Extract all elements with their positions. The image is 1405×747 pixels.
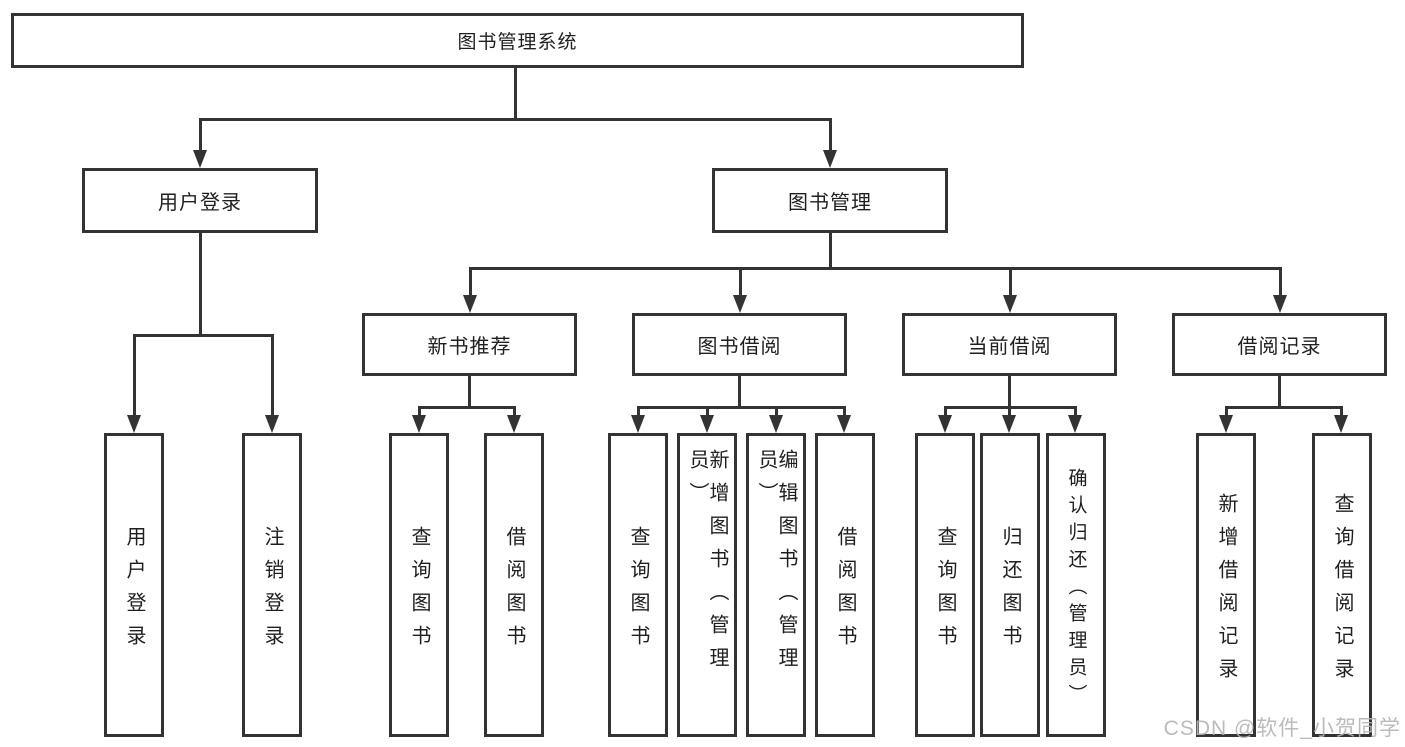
connector-line	[469, 267, 472, 298]
arrow-down-icon	[1003, 295, 1017, 313]
connector-line	[1340, 406, 1343, 418]
leaf-query-books-current-label: 查询图书	[934, 525, 956, 658]
leaf-edit-books-admin-label: 编辑图书（管理员）	[755, 449, 797, 680]
connector-line	[133, 334, 136, 418]
connector-line	[829, 233, 832, 270]
node-book-borrowing: 图书借阅	[632, 313, 847, 376]
watermark: CSDN @软件_小贺同学	[1163, 717, 1401, 740]
connector-line	[199, 118, 202, 154]
leaf-return-books-label: 归还图书	[999, 525, 1021, 658]
connector-line	[637, 406, 846, 409]
connector-line	[199, 118, 831, 121]
connector-line	[706, 406, 709, 418]
arrow-down-icon	[823, 150, 837, 168]
arrow-down-icon	[733, 295, 747, 313]
connector-line	[1074, 406, 1077, 418]
arrow-down-icon	[1068, 415, 1082, 433]
node-library-system-label: 图书管理系统	[457, 32, 578, 53]
connector-line	[199, 233, 202, 337]
leaf-user-login: 用户登录	[104, 433, 164, 737]
leaf-query-borrow-record: 查询借阅记录	[1312, 433, 1372, 737]
leaf-query-books-recommend-label: 查询图书	[408, 525, 430, 658]
arrow-down-icon	[193, 150, 207, 168]
leaf-borrow-books-label: 借阅图书	[834, 525, 856, 658]
connector-line	[1225, 406, 1343, 409]
arrow-down-icon	[1334, 415, 1348, 433]
node-borrowing-records-label: 借阅记录	[1237, 336, 1322, 358]
connector-line	[418, 406, 421, 418]
node-new-book-recommendation-label: 新书推荐	[427, 336, 512, 358]
arrow-down-icon	[265, 415, 279, 433]
leaf-logout-label: 注销登录	[261, 525, 283, 658]
connector-line	[843, 406, 846, 418]
connector-line	[1008, 376, 1011, 409]
connector-line	[133, 334, 274, 337]
node-library-system: 图书管理系统	[11, 13, 1024, 68]
connector-line	[271, 334, 274, 418]
node-current-borrowing-label: 当前借阅	[967, 336, 1052, 358]
arrow-down-icon	[837, 415, 851, 433]
arrow-down-icon	[1002, 415, 1016, 433]
arrow-down-icon	[1219, 415, 1233, 433]
leaf-query-books-borrowing: 查询图书	[608, 433, 668, 737]
leaf-borrow-books: 借阅图书	[815, 433, 875, 737]
connector-line	[738, 376, 741, 409]
node-current-borrowing: 当前借阅	[902, 313, 1117, 376]
arrow-down-icon	[127, 415, 141, 433]
connector-line	[469, 267, 1282, 270]
leaf-query-borrow-record-label: 查询借阅记录	[1331, 492, 1353, 691]
arrow-down-icon	[507, 415, 521, 433]
connector-line	[468, 376, 471, 409]
leaf-borrow-books-recommend: 借阅图书	[484, 433, 544, 737]
arrow-down-icon	[1273, 295, 1287, 313]
connector-line	[1008, 406, 1011, 418]
connector-line	[513, 406, 516, 418]
connector-line	[637, 406, 640, 418]
leaf-add-books-admin: 新增图书（管理员）	[677, 433, 737, 737]
connector-line	[829, 118, 832, 154]
connector-line	[418, 406, 516, 409]
connector-line	[775, 406, 778, 418]
connector-line	[1225, 406, 1228, 418]
leaf-add-books-admin-label: 新增图书（管理员）	[686, 449, 728, 680]
arrow-down-icon	[463, 295, 477, 313]
leaf-add-borrow-record-label: 新增借阅记录	[1215, 492, 1237, 691]
node-borrowing-records: 借阅记录	[1172, 313, 1387, 376]
node-user-login-label: 用户登录	[158, 192, 242, 214]
connector-line	[514, 68, 517, 120]
leaf-borrow-books-recommend-label: 借阅图书	[503, 525, 525, 658]
leaf-return-books: 归还图书	[980, 433, 1040, 737]
connector-line	[1279, 267, 1282, 298]
node-new-book-recommendation: 新书推荐	[362, 313, 577, 376]
leaf-logout: 注销登录	[242, 433, 302, 737]
leaf-user-login-label: 用户登录	[123, 525, 145, 658]
leaf-query-books-recommend: 查询图书	[389, 433, 449, 737]
node-book-management-label: 图书管理	[788, 192, 872, 214]
connector-line	[1278, 376, 1281, 409]
node-user-login: 用户登录	[82, 168, 318, 233]
arrow-down-icon	[769, 415, 783, 433]
arrow-down-icon	[700, 415, 714, 433]
connector-line	[944, 406, 947, 418]
arrow-down-icon	[412, 415, 426, 433]
leaf-edit-books-admin: 编辑图书（管理员）	[746, 433, 806, 737]
node-book-management: 图书管理	[712, 168, 948, 233]
leaf-query-books-current: 查询图书	[915, 433, 975, 737]
leaf-confirm-return-admin-label: 确认归还（管理员）	[1065, 467, 1087, 711]
leaf-confirm-return-admin: 确认归还（管理员）	[1046, 433, 1106, 737]
node-book-borrowing-label: 图书借阅	[697, 336, 782, 358]
connector-line	[1009, 267, 1012, 298]
leaf-add-borrow-record: 新增借阅记录	[1196, 433, 1256, 737]
leaf-query-books-borrowing-label: 查询图书	[627, 525, 649, 658]
connector-line	[739, 267, 742, 298]
arrow-down-icon	[631, 415, 645, 433]
arrow-down-icon	[938, 415, 952, 433]
